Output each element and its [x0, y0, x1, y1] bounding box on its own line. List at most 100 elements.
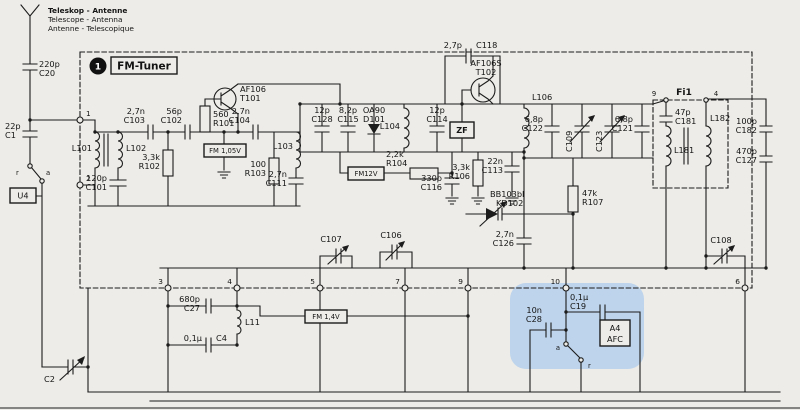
- afc-switch-contact: [578, 357, 584, 363]
- c109-name: C109: [564, 131, 574, 152]
- terminal-7: [401, 284, 409, 292]
- c113-value: 22n: [487, 156, 503, 166]
- c19-name: C19: [570, 301, 586, 311]
- antenna-label-fr: Antenne - Telescopique: [48, 24, 134, 33]
- antenna-label-en: Telescope - Antenna: [47, 15, 123, 24]
- c128-value: 12p: [314, 105, 330, 115]
- c28-value: 10n: [526, 305, 542, 315]
- r101-value: 560: [213, 109, 229, 119]
- fi1-pin9-number: 9: [652, 90, 656, 98]
- terminal-7-number: 7: [395, 277, 400, 286]
- c118-value: 2,7p: [444, 40, 462, 50]
- c4-value: 0,1µ: [184, 333, 203, 343]
- r102-resistor: [162, 149, 174, 177]
- r102-name: R102: [139, 161, 160, 171]
- c126-value: 2,7n: [496, 229, 514, 239]
- l181-coil: [665, 125, 672, 167]
- l181-name: L181: [674, 145, 694, 155]
- c122-value: 6,8p: [525, 114, 543, 124]
- terminal-9: [464, 284, 472, 292]
- l104-coil: [403, 107, 410, 149]
- c20-value: 220p: [39, 59, 60, 69]
- terminal-6-number: 6: [735, 277, 740, 286]
- terminal-10: [562, 284, 570, 292]
- r106-resistor: [472, 159, 484, 187]
- c181-name: C181: [675, 116, 696, 126]
- c20-name: C20: [39, 68, 55, 78]
- afc-box-line1: A4: [610, 323, 621, 333]
- l182-coil: [705, 125, 712, 167]
- ground-symbols: [217, 171, 519, 205]
- antenna-label-de: Teleskop - Antenne: [48, 6, 127, 15]
- c101-name: C101: [86, 182, 107, 192]
- terminal-4-number: 4: [227, 277, 232, 286]
- fm-tuner-label-box: [110, 56, 178, 75]
- section-badge-number: 1: [95, 62, 101, 73]
- band-switch-r: r: [16, 169, 19, 177]
- r104-value: 2,2k: [386, 149, 404, 159]
- c28-name: C28: [526, 314, 542, 324]
- afc-highlight: [510, 283, 644, 369]
- c102-name: C102: [161, 115, 182, 125]
- r107-value: 47k: [582, 188, 597, 198]
- c128-name: C128: [311, 114, 332, 124]
- terminal-5: [316, 284, 324, 292]
- terminal-1: [76, 116, 84, 124]
- l11-name: L11: [245, 317, 260, 327]
- fi1-pin-9: [663, 97, 669, 103]
- c111-name: C111: [266, 178, 287, 188]
- r101-resistor: [199, 105, 211, 133]
- c107-trimmer-arrowhead: [342, 245, 349, 252]
- r106-name: R106: [449, 171, 470, 181]
- terminal-2: [76, 181, 84, 189]
- l104-name: L104: [380, 121, 400, 131]
- terminal-10-number: 10: [551, 277, 561, 286]
- c127-name: C127: [736, 155, 757, 165]
- l106-coil: [523, 107, 530, 149]
- r104-resistor: [409, 167, 439, 180]
- c1-name: C1: [5, 130, 16, 140]
- kd102-varicap-symbol: [486, 208, 498, 220]
- t102-transistor-symbol: [470, 77, 496, 103]
- r102-value: 3,3k: [142, 152, 160, 162]
- c115-name: C115: [337, 114, 358, 124]
- r107-resistor: [567, 185, 579, 213]
- u4-box: [9, 187, 37, 204]
- fm105-box: [203, 143, 247, 158]
- c1-value: 22p: [5, 121, 21, 131]
- c126-name: C126: [493, 238, 514, 248]
- c107-name: C107: [320, 234, 341, 244]
- c121-name: C121: [612, 123, 633, 133]
- c118-name: C118: [476, 40, 497, 50]
- terminal-5-number: 5: [310, 277, 315, 286]
- c102-value: 56p: [166, 106, 182, 116]
- r104-name: R104: [386, 158, 407, 168]
- terminal-2-number: 2: [86, 174, 91, 183]
- r107-name: R107: [582, 197, 603, 207]
- fi1-pin4-number: 4: [714, 90, 718, 98]
- zf-box: [449, 121, 475, 139]
- c2-name: C2: [44, 374, 55, 384]
- l101-coil: [94, 131, 101, 169]
- kd102-arrowhead: [500, 201, 507, 208]
- c114-value: 12p: [429, 105, 445, 115]
- d101-diode-symbol: [368, 124, 380, 134]
- kd102-name: KD102: [496, 198, 523, 208]
- junction-dots: [28, 102, 768, 369]
- c108-trimmer-arrowhead: [728, 245, 735, 252]
- fm12-box: [347, 166, 385, 181]
- c116-name: C116: [421, 182, 442, 192]
- c123-trimmer-arrowhead: [618, 115, 625, 122]
- d101-type: OA90: [363, 105, 385, 115]
- l102-coil: [117, 131, 124, 169]
- c121-value: 6,8p: [615, 114, 633, 124]
- afc-box-line2: AFC: [607, 334, 623, 344]
- c109-trimmer-arrowhead: [588, 115, 595, 122]
- fm14-label: FM 1,4V: [312, 313, 340, 321]
- afc-switch-a: a: [556, 344, 560, 352]
- fi1-filter-dashed-border: [652, 99, 729, 189]
- c106-trimmer-arrowhead: [398, 241, 405, 248]
- l106-name: L106: [532, 92, 552, 102]
